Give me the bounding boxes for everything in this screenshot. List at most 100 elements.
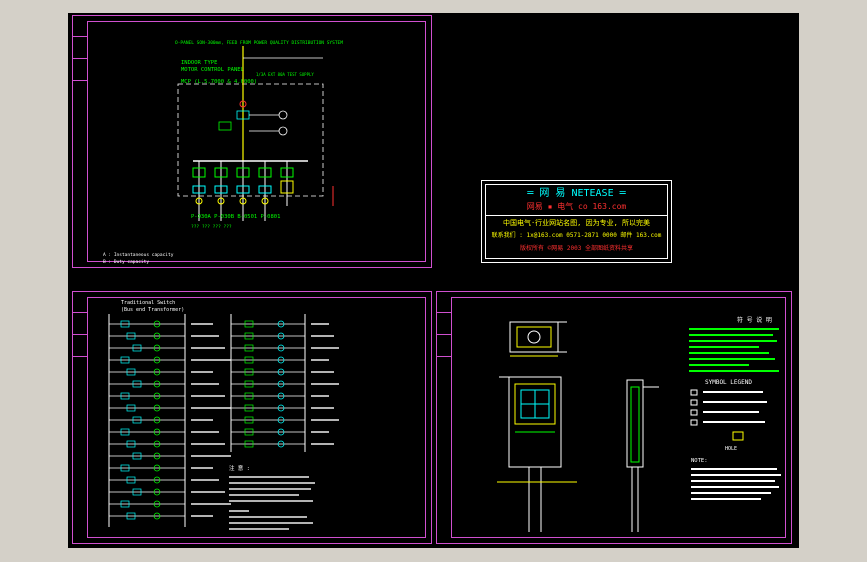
contact-symbol — [132, 380, 142, 388]
rung-annotation — [191, 335, 219, 337]
contact-symbol — [132, 344, 142, 352]
note-title: NOTE: — [691, 458, 708, 464]
coil-symbol — [153, 452, 161, 460]
contact-symbol — [244, 320, 254, 328]
rung-annotation — [191, 467, 213, 469]
sheet-margin-strip — [437, 292, 451, 543]
right-note: 1/3A EXT 80A TEST SUPPLY — [256, 72, 314, 77]
coil-symbol — [153, 500, 161, 508]
symbol-notes-text — [689, 328, 779, 372]
rung-annotation — [191, 407, 231, 409]
sheet-inner-frame — [451, 297, 786, 538]
notes-title: 注 意 : — [229, 464, 250, 472]
coil-symbol — [153, 392, 161, 400]
symbol-legend-items — [690, 389, 767, 441]
netease-contact: 联系我们 : 1x@163.com 0571-2871 0000 邮件 163.… — [491, 232, 662, 239]
rung-annotation — [311, 383, 339, 385]
coil-symbol — [277, 320, 285, 328]
panel-side-view — [626, 379, 659, 532]
title-block-inner: ═ 网 易 NETEASE ═ 网易 ▪ 电气 co 163.com 中国电气·… — [485, 184, 668, 259]
rung-annotation — [191, 371, 213, 373]
coil-symbol — [277, 416, 285, 424]
rung-annotation — [191, 503, 231, 505]
coil-symbol — [277, 392, 285, 400]
coil-symbol — [277, 356, 285, 364]
drawing-sheet-single-line: O-PANEL SON-300mm, FEED FROM POWER QUALI… — [72, 15, 432, 268]
symbol-legend-title: SYMBOL LEGEND — [705, 379, 752, 386]
coil-symbol — [153, 476, 161, 484]
contact-symbol — [126, 368, 136, 376]
contact-symbol — [244, 356, 254, 364]
netease-title: ═ 网 易 NETEASE ═ — [527, 188, 626, 199]
coil-symbol — [153, 380, 161, 388]
coil-symbol — [153, 440, 161, 448]
control-schematic: Traditional Switch (Bus end Transformer)… — [108, 300, 339, 530]
rung-annotation — [191, 479, 219, 481]
rung-annotation — [311, 443, 334, 445]
feeder-tags: P-030A P-030B B-0501 P-0801 — [191, 214, 280, 220]
contact-symbol — [244, 428, 254, 436]
contact-symbol — [244, 392, 254, 400]
cad-viewport[interactable]: O-PANEL SON-300mm, FEED FROM POWER QUALI… — [68, 13, 799, 548]
sheet-margin-strip — [73, 292, 87, 543]
drawing-sheet-control-schematic: Traditional Switch (Bus end Transformer)… — [72, 291, 432, 544]
drawing-sheet-panel-outline: 符 号 说 明 SYMBOL LEGEND HOLE NOTE: — [436, 291, 792, 544]
contact-symbol — [126, 440, 136, 448]
rung-annotation — [311, 431, 329, 433]
legend-a: A : Instantaneous capacity — [103, 252, 174, 258]
panel-name-line3: MCP (L.5,7000 & 4.0000) — [181, 79, 257, 85]
contact-symbol — [244, 332, 254, 340]
meter-a-icon — [278, 110, 288, 120]
contact-symbol — [244, 416, 254, 424]
panel-name-line1: INDOOR TYPE — [181, 60, 217, 66]
rung-annotation — [191, 383, 219, 385]
coil-symbol — [277, 344, 285, 352]
rung-annotation — [191, 323, 213, 325]
contact-symbol — [120, 320, 130, 328]
rung-annotation — [311, 359, 329, 361]
coil-symbol — [277, 440, 285, 448]
rung-annotation — [191, 491, 225, 493]
netease-site: 网易 ▪ 电气 co 163.com — [526, 202, 627, 211]
coil-symbol — [153, 488, 161, 496]
top-note: O-PANEL SON-300mm, FEED FROM POWER QUALI… — [175, 40, 343, 46]
rung-annotation — [311, 323, 329, 325]
ct-symbol — [239, 100, 247, 108]
schematic-title-1: Traditional Switch — [121, 300, 175, 306]
contact-symbol — [126, 476, 136, 484]
rung-annotation — [191, 443, 225, 445]
feeder-branches — [192, 161, 334, 221]
sheet-inner-frame — [87, 21, 426, 262]
coil-symbol — [277, 428, 285, 436]
coil-symbol — [277, 404, 285, 412]
coil-symbol — [153, 416, 161, 424]
contact-symbol — [120, 356, 130, 364]
title-block: ═ 网 易 NETEASE ═ 网易 ▪ 电气 co 163.com 中国电气·… — [481, 180, 672, 263]
coil-symbol — [153, 368, 161, 376]
rung-annotation — [191, 455, 231, 457]
contact-symbol — [244, 380, 254, 388]
coil-symbol — [153, 332, 161, 340]
panel-outline-drawing: 符 号 说 明 SYMBOL LEGEND HOLE NOTE: — [497, 316, 781, 532]
contact-symbol — [132, 452, 142, 460]
netease-slogan: 中国电气·行业网站名图, 因为专业, 所以完美 — [502, 219, 651, 227]
sheet-inner-frame — [87, 297, 426, 538]
contact-symbol — [244, 404, 254, 412]
ladder-rungs — [109, 320, 231, 520]
transformer-symbol — [218, 121, 232, 131]
rung-annotation — [191, 359, 231, 361]
contact-symbol — [126, 512, 136, 520]
panel-front-view — [497, 376, 577, 532]
coil-symbol — [153, 464, 161, 472]
rung-annotation — [311, 407, 334, 409]
contact-symbol — [120, 428, 130, 436]
coil-symbol — [153, 356, 161, 364]
note-text-block — [691, 468, 781, 500]
rung-annotation — [311, 419, 339, 421]
feeder-sub-tags: ??? ??? ??? ??? — [191, 224, 232, 230]
contact-symbol — [244, 368, 254, 376]
schematic-title-2: (Bus end Transformer) — [121, 307, 184, 313]
meter-v-icon — [278, 126, 288, 136]
legend-b: B : Duty capacity — [103, 259, 149, 265]
panel-name-line2: MOTOR CONTROL PANEL — [181, 67, 245, 73]
